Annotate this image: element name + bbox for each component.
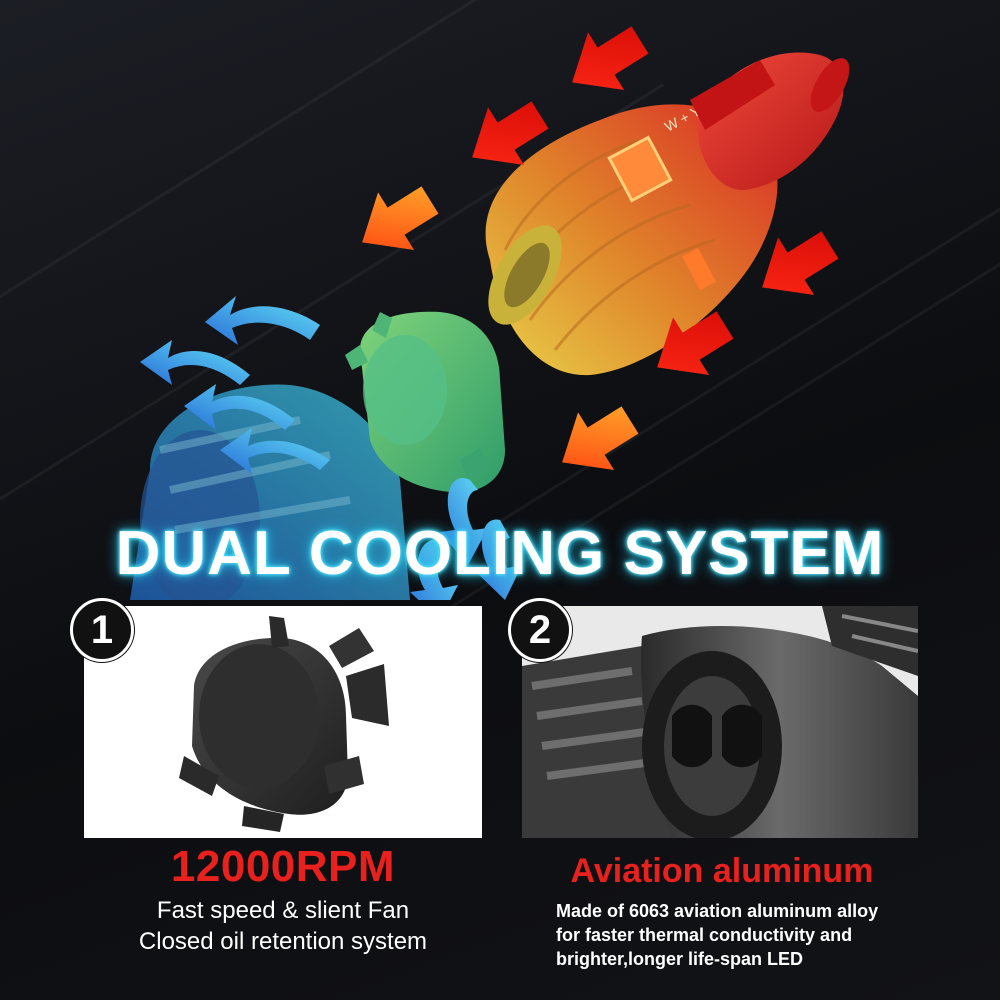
feature-line: for faster thermal conductivity and [556, 925, 853, 945]
feature-title-rpm: 12000RPM [170, 842, 396, 891]
cool-air-curved-arrow-icon [140, 296, 522, 600]
feature-line: brighter,longer life-span LED [556, 949, 804, 969]
feature-description-fan: Fast speed & slient Fan Closed oil reten… [84, 895, 482, 957]
feature-number-badge: 1 [70, 598, 134, 662]
bulb-cap [690, 52, 850, 191]
feature-line: Fast speed & slient Fan [156, 897, 410, 924]
feature-line: Closed oil retention system [138, 928, 428, 955]
feature-line: Made of 6063 aviation aluminum alloy [556, 901, 879, 921]
feature-image-fan [84, 606, 482, 838]
fan-photo [179, 616, 389, 832]
led-bulb-body: W + Y [485, 102, 778, 376]
headline: DUAL COOLING SYSTEM [115, 519, 885, 588]
heatsink-base [130, 384, 410, 600]
exploded-bulb-illustration: W + Y [130, 11, 850, 600]
feature-description-aluminum: Made of 6063 aviation aluminum alloy for… [556, 899, 976, 971]
feature-image-aluminum [522, 606, 918, 838]
aluminum-housing-photo [522, 606, 918, 838]
cooling-fan [345, 311, 505, 493]
feature-title-aluminum: Aviation aluminum [570, 852, 874, 890]
feature-number-badge: 2 [508, 598, 572, 662]
